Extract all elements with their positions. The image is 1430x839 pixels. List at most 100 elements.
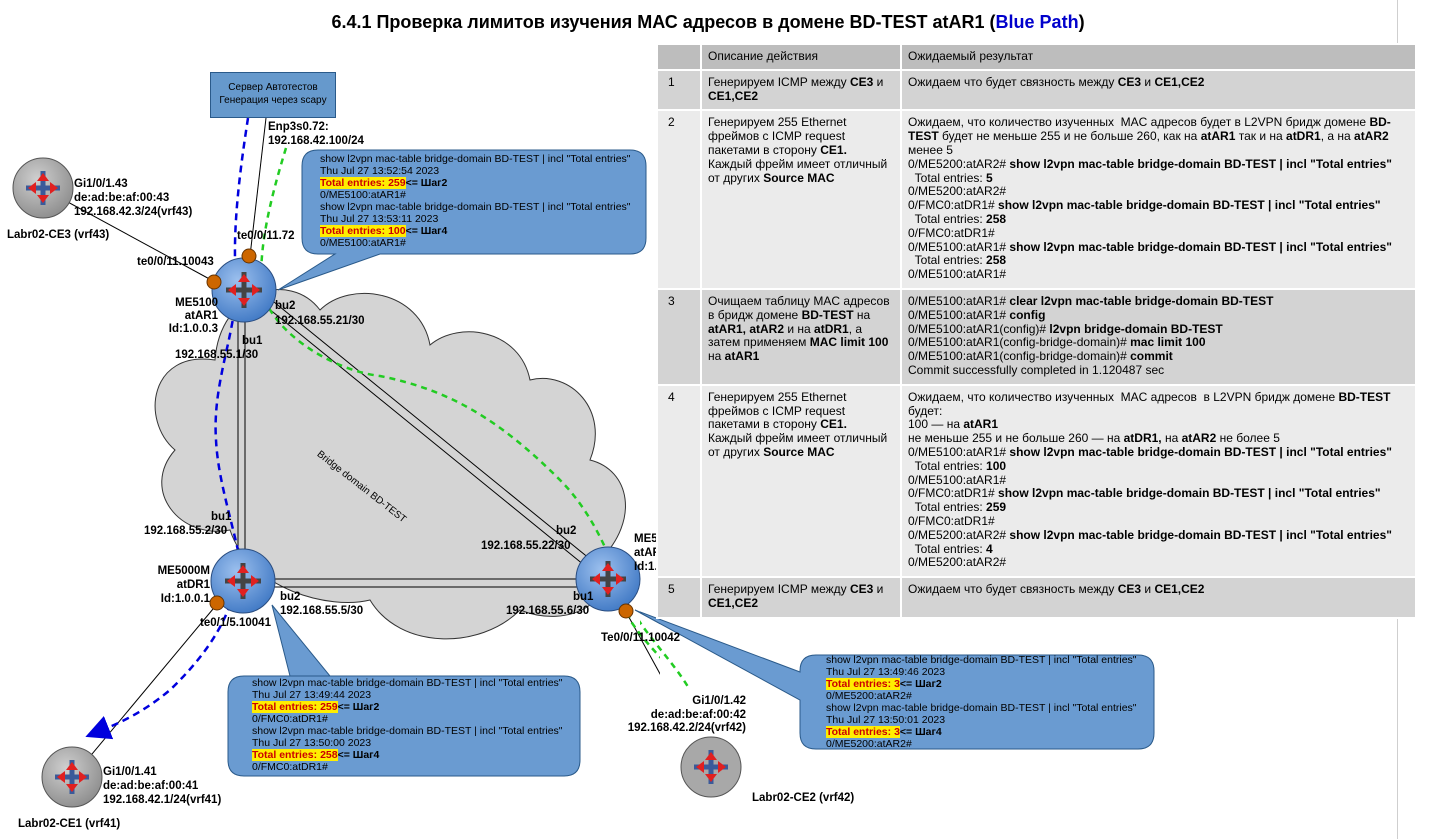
text: на — [853, 307, 871, 322]
step-expected-result: Ожидаем, что количество изученных MAC ад… — [900, 383, 1417, 579]
result-line: Ожидаем что будет связность между CE3 и … — [908, 582, 1409, 597]
header-action: Описание действия — [700, 43, 902, 71]
text: Генерируем ICMP между — [708, 582, 850, 597]
text: и — [873, 74, 884, 89]
result-line: 0/FMC0:atDR1# — [908, 225, 1409, 241]
result-line: Total entries: 5 — [908, 170, 1409, 186]
router-atar1-icon[interactable] — [211, 257, 277, 323]
step-description: Генерируем ICMP между CE3 и CE1,CE2 — [700, 68, 902, 112]
bold-text: BD-TEST — [908, 115, 1391, 144]
bubble-line: show l2vpn mac-table bridge-domain BD-TE… — [320, 153, 631, 165]
atar2-bu2-label: bu2 — [556, 525, 577, 537]
bold-text: l2vpn bridge-domain BD-TEST — [1049, 321, 1223, 336]
bubble-line: Thu Jul 27 13:52:54 2023 — [320, 165, 440, 177]
atdr1-host-label: atDR1 — [176, 579, 210, 591]
bold-text: show l2vpn mac-table bridge-domain BD-TE… — [1009, 527, 1392, 542]
bold-text: CE1,CE2 — [708, 88, 759, 103]
text: Total entries: — [908, 458, 987, 473]
result-line: 0/ME5100:atAR1(config-bridge-domain)# ma… — [908, 335, 1409, 350]
bubble-line: show l2vpn mac-table bridge-domain BD-TE… — [252, 725, 563, 737]
bubble-line: 0/ME5200:atAR2# — [826, 738, 912, 750]
bold-text: CE3 — [849, 74, 874, 89]
bubble-line: show l2vpn mac-table bridge-domain BD-TE… — [320, 201, 631, 213]
bold-text: CE1. — [820, 417, 847, 432]
router-ce3-icon[interactable] — [12, 157, 74, 219]
text: так и на — [1235, 129, 1287, 144]
step-number: 4 — [656, 383, 702, 579]
bubble-line: Thu Jul 27 13:50:00 2023 — [252, 737, 372, 749]
bold-text: mac limit 100 — [1130, 335, 1206, 350]
bubble-atdr1-text: show l2vpn mac-table bridge-domain BD-TE… — [252, 677, 563, 773]
atar1-model-label: ME5100 — [175, 297, 218, 309]
total-entries-highlight: Total entries: 100 — [320, 225, 406, 237]
text: 0/ME5100:atAR1(config-bridge-domain)# — [908, 335, 1131, 350]
router-ce2-glyph — [680, 736, 742, 798]
bold-text: CE1,CE2 — [1154, 74, 1205, 89]
router-ce1-icon[interactable] — [41, 746, 103, 808]
text: Генерируем 255 Ethernet фреймов с ICMP r… — [708, 389, 847, 432]
text: 0/ME5200:atAR2# — [908, 555, 1007, 570]
text: на — [1161, 431, 1182, 446]
step-description: Генерируем 255 Ethernet фреймов с ICMP r… — [700, 109, 902, 290]
step-description: Генерируем ICMP между CE3 и CE1,CE2 — [700, 576, 902, 619]
text: Ожидаем что будет связность между — [908, 74, 1118, 89]
bold-text: Source MAC — [763, 444, 835, 459]
text: Total entries: — [908, 170, 987, 185]
result-line: 0/ME5100:atAR1# — [908, 473, 1409, 488]
text: Commit successfully completed in 1.12048… — [908, 362, 1165, 377]
ce3-name-label: Labr02-CE3 (vrf43) — [7, 229, 110, 241]
network-diagram — [12, 117, 660, 808]
header-number — [656, 43, 702, 71]
result-line: 0/ME5100:atAR1# — [908, 267, 1409, 282]
step-marker: <= Шаг4 — [337, 749, 380, 761]
text: Каждый фрейм имеет отличный от других — [708, 156, 888, 185]
text: 0/ME5100:atAR1# — [908, 444, 1010, 459]
router-atar2-icon[interactable] — [575, 546, 641, 612]
atdr1-bu1-label: bu1 — [211, 511, 232, 523]
text: и — [1141, 74, 1155, 89]
text: , а затем применяем — [708, 321, 863, 350]
text: и на — [784, 321, 815, 336]
router-atdr1-icon[interactable] — [210, 548, 276, 614]
text: 0/FMC0:atDR1# — [908, 225, 995, 240]
atdr1-te-label: te0/1/5.10041 — [200, 617, 271, 629]
bubble-atar1-text: show l2vpn mac-table bridge-domain BD-TE… — [320, 153, 631, 249]
bold-text: clear l2vpn mac-table bridge-domain BD-T… — [1009, 293, 1274, 308]
result-line: 0/ME5200:atAR2# — [908, 555, 1409, 570]
text: , а на — [1320, 129, 1355, 144]
text: на — [708, 349, 725, 364]
blue-path-link[interactable]: Blue Path — [995, 12, 1079, 32]
bold-text: 4 — [986, 541, 993, 556]
result-line: 0/FMC0:atDR1# — [908, 514, 1409, 529]
result-line: Ожидаем, что количество изученных MAC ад… — [908, 390, 1409, 419]
bubble-line: 0/ME5100:atAR1# — [320, 189, 406, 201]
step-marker: <= Шаг2 — [337, 701, 380, 713]
result-line: 0/ME5100:atAR1# config — [908, 308, 1409, 323]
bold-text: show l2vpn mac-table bridge-domain BD-TE… — [1009, 444, 1392, 459]
table-header-row: Описание действия Ожидаемый результат — [656, 43, 1417, 71]
ce2-interface-label: Gi1/0/1.42 — [692, 695, 746, 707]
bold-text: CE3 — [1117, 582, 1142, 597]
text: Каждый фрейм имеет отличный от других — [708, 431, 888, 459]
bold-text: CE1,CE2 — [1154, 582, 1205, 597]
text: 0/ME5200:atAR2# — [908, 156, 1010, 171]
ce3-ip-label: 192.168.42.3/24(vrf43) — [74, 206, 193, 218]
step-marker: <= Шаг2 — [899, 678, 942, 690]
bubble-line: Thu Jul 27 13:49:44 2023 — [252, 689, 372, 701]
bold-text: CE1,CE2 — [708, 595, 759, 610]
atdr1-model-label: ME5000M — [157, 565, 210, 577]
text: будет не меньше 255 и не больше 260, как… — [938, 129, 1201, 144]
result-line: 0/ME5100:atAR1(config)# l2vpn bridge-dom… — [908, 321, 1409, 337]
bubble-line: 0/FMC0:atDR1# — [252, 713, 328, 725]
atar1-host-label: atAR1 — [184, 310, 218, 322]
bold-text: CE1. — [820, 142, 847, 157]
bold-text: atAR1 — [724, 349, 760, 364]
step-number: 3 — [656, 287, 702, 386]
atar1-bu1-label: bu1 — [242, 335, 263, 347]
step-description: Генерируем 255 Ethernet фреймов с ICMP r… — [700, 383, 902, 579]
bold-text: atAR1 — [963, 417, 999, 432]
